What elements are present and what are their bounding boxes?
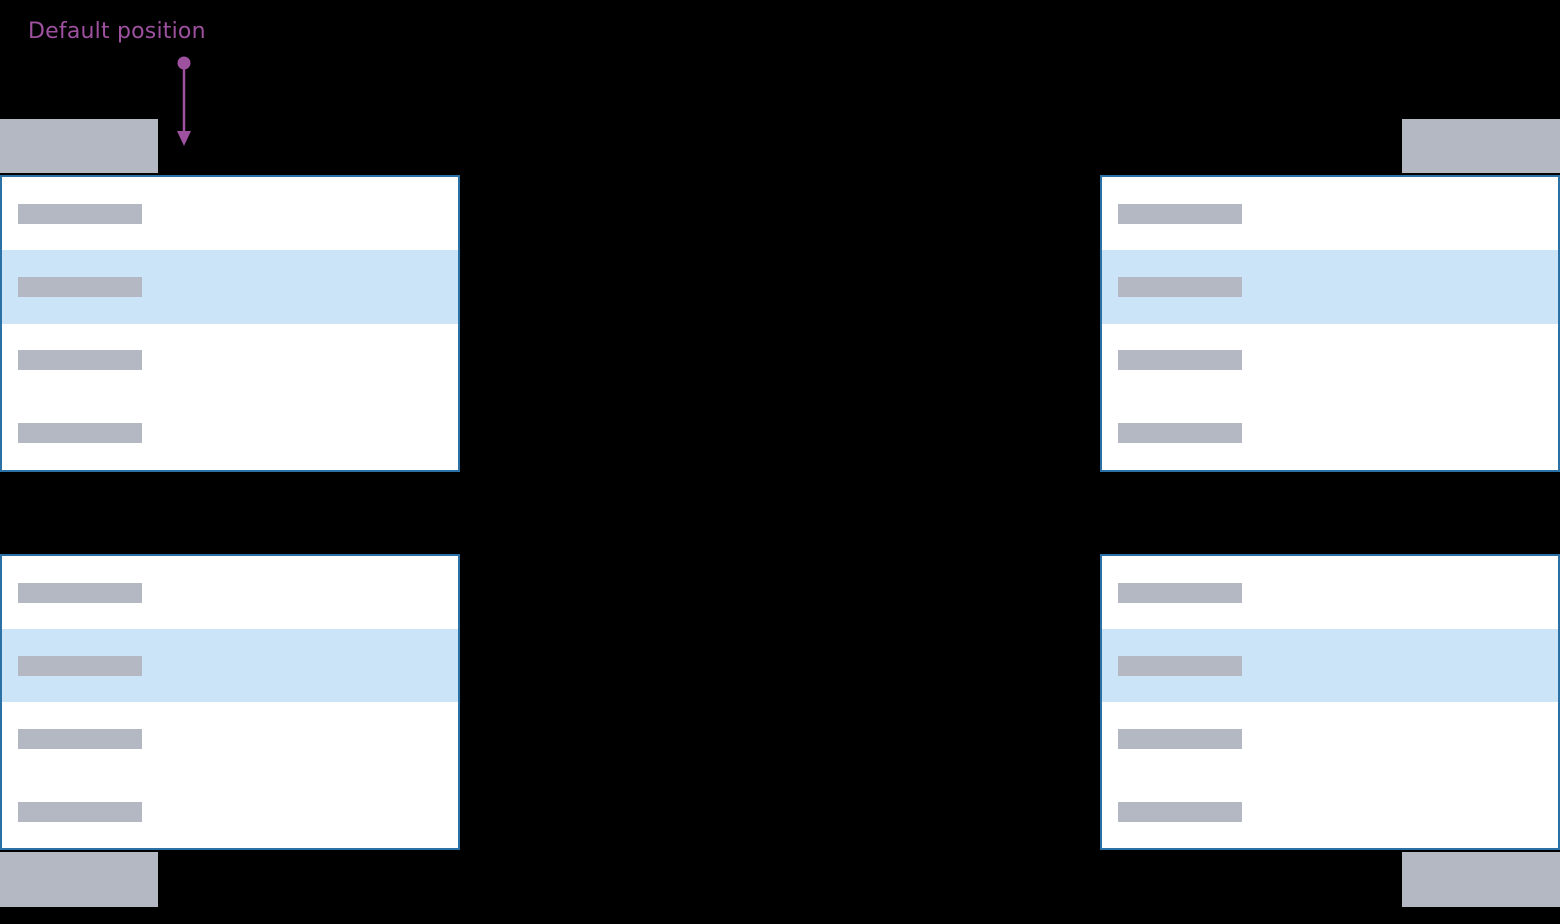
menu-item[interactable]: [1102, 397, 1558, 470]
menu-item[interactable]: [2, 177, 458, 250]
placeholder-text-bar: [18, 276, 142, 297]
placeholder-text-bar: [1118, 655, 1242, 676]
placeholder-text-bar: [1118, 423, 1242, 444]
menu-item[interactable]: [2, 556, 458, 629]
dropdown-menu: [1100, 175, 1560, 472]
dropdown-trigger-button[interactable]: [1402, 852, 1560, 907]
menu-item[interactable]: [2, 397, 458, 470]
menu-item[interactable]: [1102, 556, 1558, 629]
dropdown-menu: [0, 554, 460, 850]
dropdown-trigger-button[interactable]: [0, 852, 158, 907]
dropdown-trigger-button[interactable]: [1402, 119, 1560, 173]
menu-item-highlighted[interactable]: [1102, 250, 1558, 324]
placeholder-text-bar: [1118, 350, 1242, 371]
placeholder-text-bar: [1118, 801, 1242, 822]
menu-item[interactable]: [2, 702, 458, 775]
placeholder-text-bar: [1118, 582, 1242, 603]
down-arrow-icon: [177, 56, 191, 146]
menu-item[interactable]: [1102, 702, 1558, 775]
placeholder-text-bar: [1118, 276, 1242, 297]
menu-item[interactable]: [2, 775, 458, 848]
placeholder-text-bar: [1118, 728, 1242, 749]
menu-item[interactable]: [1102, 177, 1558, 250]
placeholder-text-bar: [18, 801, 142, 822]
dropdown-trigger-button[interactable]: [0, 119, 158, 173]
menu-item-highlighted[interactable]: [2, 629, 458, 702]
dropdown-menu: [1100, 554, 1560, 850]
placeholder-text-bar: [18, 582, 142, 603]
menu-item-highlighted[interactable]: [1102, 629, 1558, 702]
menu-item-highlighted[interactable]: [2, 250, 458, 324]
placeholder-text-bar: [18, 423, 142, 444]
placeholder-text-bar: [18, 655, 142, 676]
menu-item[interactable]: [1102, 324, 1558, 397]
menu-item[interactable]: [1102, 775, 1558, 848]
placeholder-text-bar: [18, 728, 142, 749]
default-position-label: Default position: [28, 19, 206, 44]
placeholder-text-bar: [1118, 203, 1242, 224]
menu-item[interactable]: [2, 324, 458, 397]
dropdown-menu: [0, 175, 460, 472]
placeholder-text-bar: [18, 203, 142, 224]
placeholder-text-bar: [18, 350, 142, 371]
